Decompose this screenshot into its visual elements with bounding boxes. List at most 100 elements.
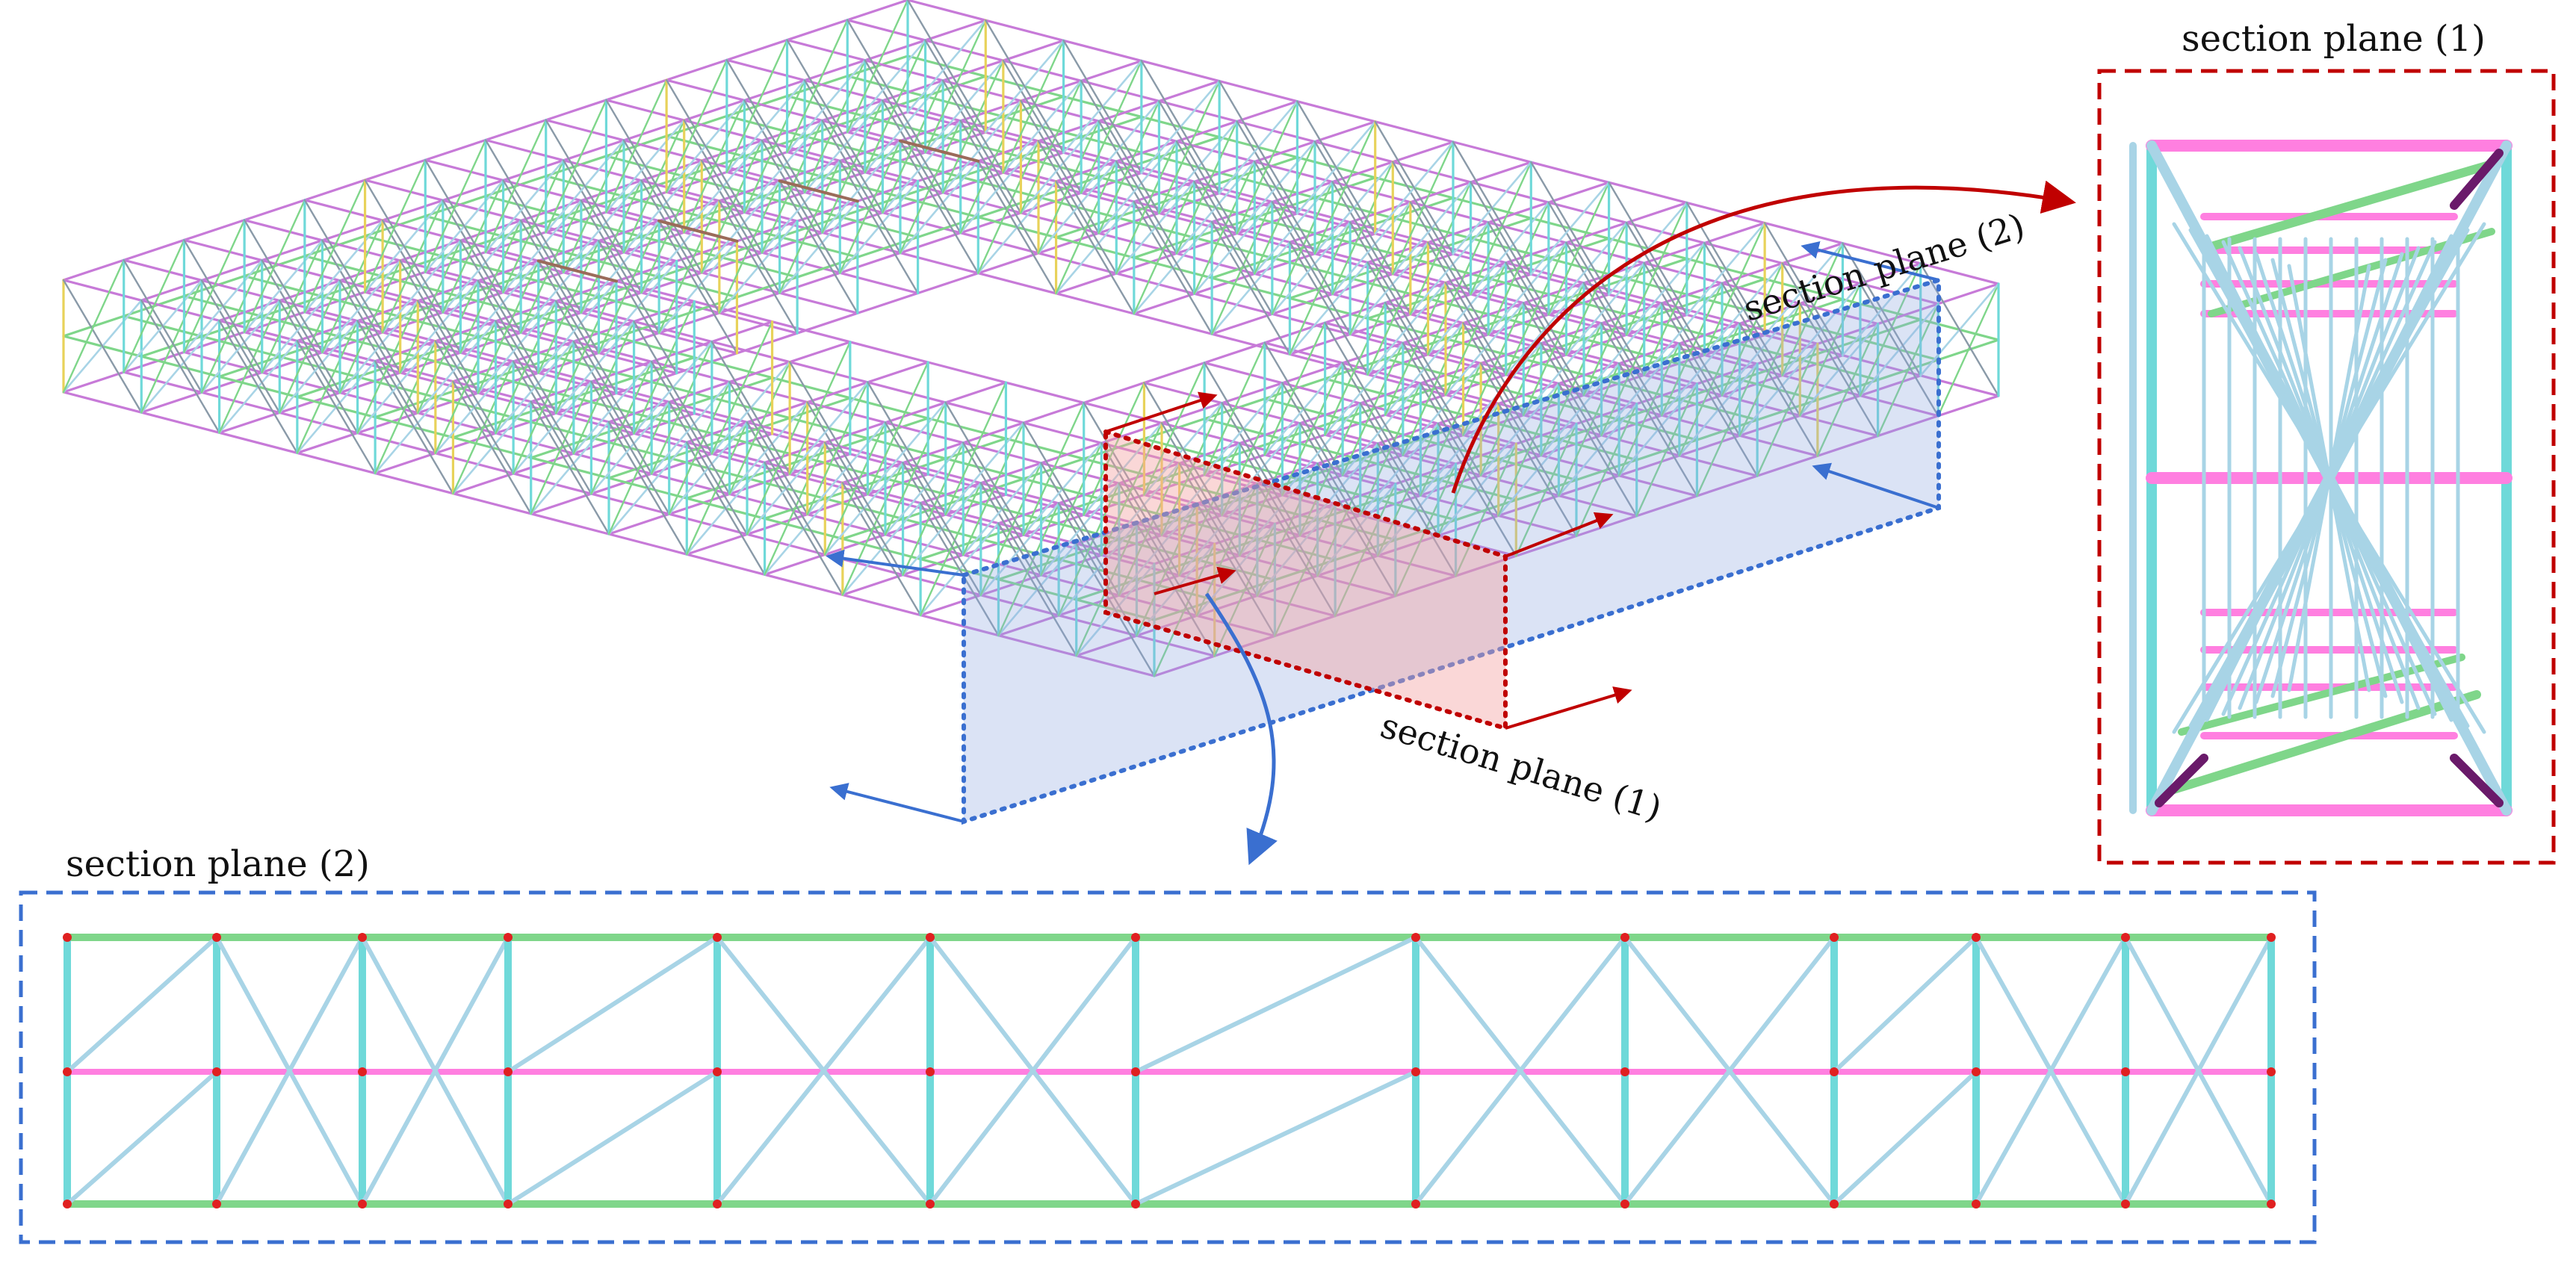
diagonal-brace <box>243 199 306 333</box>
chord-member <box>657 332 739 355</box>
diagonal-brace <box>1455 443 1517 577</box>
diagonal-brace <box>1419 382 1499 517</box>
diagonal-brace <box>1221 402 1301 536</box>
diagonal-brace <box>1175 120 1238 255</box>
chord-member <box>1133 292 1196 315</box>
diagonal-brace <box>1296 100 1376 235</box>
chord-member <box>1142 381 1224 405</box>
inset2-joint <box>1830 1067 1839 1076</box>
inset2-joint <box>63 933 72 942</box>
diagonal-brace <box>884 421 965 556</box>
chord-member <box>62 391 143 414</box>
diagonal-brace <box>607 401 670 536</box>
chord-member <box>1816 434 1880 457</box>
inset2-joint <box>713 1067 722 1076</box>
diagonal-brace <box>1547 201 1628 336</box>
chord-member <box>484 138 565 162</box>
chord-member <box>1617 474 1699 497</box>
diagonal-brace <box>381 199 445 334</box>
diagonal-brace <box>484 139 565 273</box>
chord-member <box>962 421 1025 444</box>
diagonal-brace <box>537 260 618 394</box>
chord-member <box>1374 120 1455 143</box>
section-plane-1-inset-title: section plane (1) <box>2182 18 2486 60</box>
chord-member <box>381 199 445 222</box>
diagonal-brace <box>1756 343 1819 477</box>
chord-member <box>243 199 306 222</box>
chord-member <box>424 158 505 182</box>
diagonal-brace <box>1037 140 1118 275</box>
inset2-joint <box>1972 1067 1981 1076</box>
chord-member <box>761 251 841 274</box>
diagonal-brace <box>882 99 962 234</box>
diagonal-brace <box>1298 422 1379 557</box>
diagonal-brace <box>321 219 384 353</box>
inset2-joint <box>2121 933 2130 942</box>
diagonal-brace <box>1193 181 1274 315</box>
diagonal-brace <box>1919 262 2000 397</box>
inset1-diagonal <box>2207 160 2496 251</box>
diagonal-brace <box>140 279 203 414</box>
diagonal-brace <box>1661 282 1724 417</box>
diagonal-brace <box>563 159 643 294</box>
diagonal-brace <box>899 120 962 254</box>
diagonal-brace <box>1487 201 1550 336</box>
inset2-diagonal <box>1832 935 1978 1074</box>
inset2-diagonal <box>1623 935 1836 1206</box>
diagonal-brace <box>1254 161 1334 295</box>
chord-member <box>675 296 739 319</box>
chord-member <box>1841 242 1922 265</box>
diagonal-brace <box>1703 242 1783 376</box>
diagonal-brace <box>1271 201 1352 335</box>
inset2-joint <box>1411 1067 1420 1076</box>
inset2-joint <box>1972 1200 1981 1209</box>
chord-member <box>1703 221 1766 244</box>
chord-member <box>1497 494 1561 517</box>
diagonal-brace <box>563 139 625 273</box>
chord-member <box>640 291 721 314</box>
chord-member <box>1547 201 1628 224</box>
diagonal-brace <box>1799 282 1862 417</box>
diagonal-brace <box>1324 321 1405 456</box>
diagonal-brace <box>1055 180 1136 315</box>
chord-member <box>1203 341 1266 364</box>
chord-member <box>580 311 660 335</box>
diagonal-brace <box>598 220 660 354</box>
diagonal-brace <box>1763 222 1844 356</box>
inset2-joint <box>1411 1200 1420 1209</box>
chord-member <box>604 99 686 122</box>
chord-member <box>1057 614 1139 637</box>
diagonal-brace <box>761 120 823 254</box>
callout-arrow-plane-2 <box>1204 592 1278 866</box>
chord-member <box>1316 554 1379 577</box>
diagonal-brace <box>1497 403 1578 537</box>
diagonal-brace <box>1263 341 1344 477</box>
diagonal-brace <box>1143 362 1206 496</box>
diagonal-brace <box>1384 302 1464 436</box>
diagonal-brace <box>924 19 987 154</box>
diagonal-brace <box>545 119 625 254</box>
diagonal-brace <box>261 259 341 394</box>
chord-member <box>1004 437 1086 460</box>
chord-member <box>1607 181 1688 205</box>
diagonal-brace <box>62 259 125 394</box>
diagonal-brace <box>1100 442 1180 577</box>
diagonal-brace <box>1678 323 1741 457</box>
diagonal-brace <box>1115 140 1178 275</box>
inset2-diagonal <box>1133 935 1418 1074</box>
inset2-joint <box>2121 1200 2130 1209</box>
chord-member <box>1391 140 1455 164</box>
chord-member <box>685 533 749 556</box>
diagonal-brace <box>519 199 583 334</box>
chord-member <box>1376 554 1458 577</box>
inset2-joint <box>1411 933 1420 942</box>
diagonal-brace <box>640 159 703 294</box>
diagonal-brace <box>1349 221 1429 356</box>
diagonal-brace <box>530 380 592 515</box>
diagonal-brace <box>452 380 532 515</box>
chord-member <box>693 300 774 323</box>
chord-member <box>1135 614 1198 637</box>
diagonal-brace <box>710 320 773 455</box>
chord-member <box>530 512 610 536</box>
